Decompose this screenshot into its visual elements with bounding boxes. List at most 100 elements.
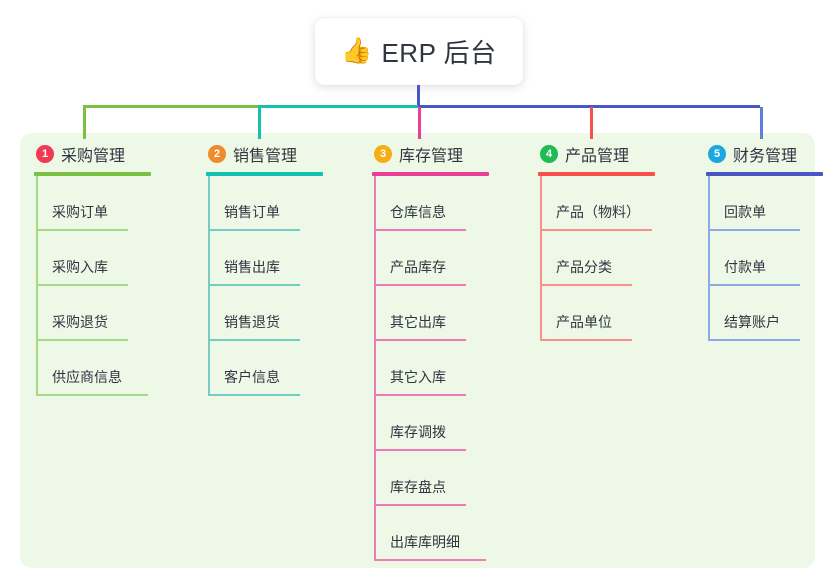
branch-title: 产品管理 [565, 148, 630, 165]
branch-item[interactable]: 销售订单 [208, 176, 352, 231]
branch-item[interactable]: 销售出库 [208, 231, 352, 286]
branch-header-rule [372, 172, 489, 176]
branch-item[interactable]: 采购订单 [36, 176, 180, 231]
branch-item-label: 结算账户 [724, 314, 780, 330]
branch-item-label: 产品（物料） [556, 204, 640, 220]
branch-item-label: 产品单位 [556, 314, 612, 330]
branch-item-label: 销售订单 [224, 204, 280, 220]
branch-item[interactable]: 采购入库 [36, 231, 180, 286]
branch-item-label: 销售退货 [224, 314, 280, 330]
branch-item[interactable]: 采购退货 [36, 286, 180, 341]
branch-item[interactable]: 销售退货 [208, 286, 352, 341]
branch-items-sales: 销售订单销售出库销售退货客户信息 [208, 176, 352, 396]
drop-finance [760, 107, 763, 139]
branch-item[interactable]: 产品库存 [374, 231, 518, 286]
branch-item[interactable]: 回款单 [708, 176, 839, 231]
branch-item-rule [36, 229, 128, 231]
root-title: ERP 后台 [381, 38, 497, 68]
branch-item[interactable]: 其它入库 [374, 341, 518, 396]
branch-item-rule [708, 229, 800, 231]
branch-spine [36, 176, 38, 396]
branch-spine [708, 176, 710, 341]
branch-spine [374, 176, 376, 561]
branch-item-rule [540, 339, 632, 341]
branch-header-rule [538, 172, 655, 176]
bus-blue [418, 105, 760, 108]
branch-item-label: 采购退货 [52, 314, 108, 330]
branch-item[interactable]: 产品（物料） [540, 176, 684, 231]
branch-item-rule [374, 559, 486, 561]
branch-item-label: 产品分类 [556, 259, 612, 275]
branch-spine [208, 176, 210, 396]
branch-item-rule [374, 504, 466, 506]
branch-item-label: 客户信息 [224, 369, 280, 385]
branch-item-label: 出库库明细 [390, 534, 460, 550]
branch-item-rule [208, 284, 300, 286]
branch-item-label: 其它出库 [390, 314, 446, 330]
branch-item[interactable]: 结算账户 [708, 286, 839, 341]
branch-item-label: 供应商信息 [52, 369, 122, 385]
branch-item-label: 销售出库 [224, 259, 280, 275]
thumbs-up-icon: 👍 [341, 37, 373, 65]
branch-item-rule [374, 229, 466, 231]
branch-item-rule [208, 394, 300, 396]
branch-item[interactable]: 付款单 [708, 231, 839, 286]
branch-spine [540, 176, 542, 341]
branch-header-rule [34, 172, 151, 176]
branch-item-label: 库存盘点 [390, 479, 446, 495]
branch-header-rule [206, 172, 323, 176]
branch-item[interactable]: 其它出库 [374, 286, 518, 341]
drop-sales [258, 107, 261, 139]
branch-item[interactable]: 库存调拨 [374, 396, 518, 451]
branch-title: 库存管理 [399, 148, 464, 165]
drop-purchase [83, 107, 86, 139]
branch-item-rule [374, 449, 466, 451]
bus-teal [258, 105, 418, 108]
branch-item-rule [208, 229, 300, 231]
root-node[interactable]: 👍 ERP 后台 [315, 18, 523, 85]
branch-item-rule [36, 284, 128, 286]
branches-panel [20, 133, 815, 568]
branch-item[interactable]: 产品分类 [540, 231, 684, 286]
drop-inventory [418, 107, 421, 139]
branch-item-rule [374, 284, 466, 286]
branch-item-rule [540, 229, 652, 231]
root-stem [417, 85, 420, 107]
branch-header-rule [706, 172, 823, 176]
branch-item-label: 仓库信息 [390, 204, 446, 220]
branch-item[interactable]: 库存盘点 [374, 451, 518, 506]
branch-item-rule [36, 339, 128, 341]
branch-title: 销售管理 [233, 148, 298, 165]
branch-items-finance: 回款单付款单结算账户 [708, 176, 839, 341]
branch-item-label: 库存调拨 [390, 424, 446, 440]
branch-item-rule [208, 339, 300, 341]
branch-number-badge: 5 [708, 145, 726, 163]
branch-item[interactable]: 产品单位 [540, 286, 684, 341]
branch-item-label: 采购订单 [52, 204, 108, 220]
branch-item-label: 回款单 [724, 204, 766, 220]
branch-item-label: 付款单 [724, 259, 766, 275]
branch-item[interactable]: 出库库明细 [374, 506, 518, 561]
drop-product [590, 107, 593, 139]
bus-green [83, 105, 258, 108]
branch-item[interactable]: 仓库信息 [374, 176, 518, 231]
branch-item-rule [708, 339, 800, 341]
branch-number-badge: 1 [36, 145, 54, 163]
branch-items-product: 产品（物料） 产品分类产品单位 [540, 176, 684, 341]
branch-items-purchase: 采购订单采购入库采购退货供应商信息 [36, 176, 180, 396]
branch-item-label: 其它入库 [390, 369, 446, 385]
branch-item[interactable]: 客户信息 [208, 341, 352, 396]
branch-item[interactable]: 供应商信息 [36, 341, 180, 396]
branch-item-label: 采购入库 [52, 259, 108, 275]
branch-item-rule [374, 339, 466, 341]
